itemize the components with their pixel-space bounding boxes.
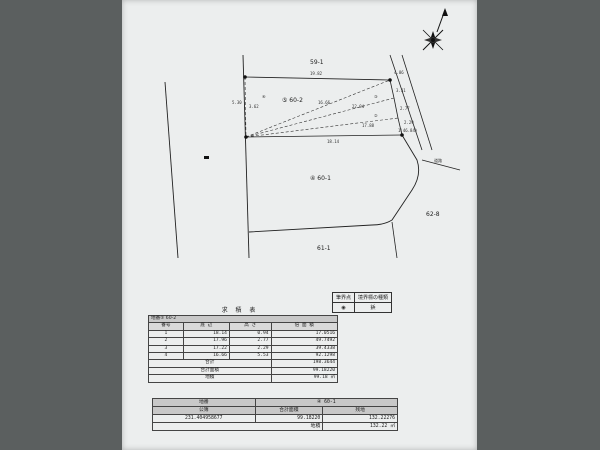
north-arrow-icon: [422, 8, 448, 51]
neighbor-label-right: 62-8: [426, 211, 440, 218]
table-cell: 39.4338: [270, 344, 338, 354]
survey-sheet: 59-1 ⑤ 60-2 ④ 60-1 62-8 61-1 道路 ④ ③ ② 19…: [122, 0, 477, 450]
dim-right-1: 3.31: [396, 88, 406, 93]
area-row: 地積 132.22 ㎡: [151, 422, 398, 431]
summary-val: 99.18220: [254, 414, 324, 423]
calc-header: 倍 面 積: [270, 322, 338, 331]
summary-val: 231.404958677: [152, 414, 256, 423]
marker-3-label: ③: [374, 94, 378, 99]
table-cell: 2: [148, 337, 184, 346]
road-label: 道路: [434, 157, 442, 163]
neighbor-label-bottom: 61-1: [317, 245, 331, 252]
dim-left: 3.62: [249, 104, 259, 109]
parcel-label-lower: ④ 60-1: [310, 175, 331, 182]
summary-col: 公簿: [152, 406, 256, 415]
total-value: 198.3644: [270, 359, 338, 368]
landmark-kind: 鋲: [354, 302, 393, 313]
area-label: 地積: [148, 374, 272, 383]
table-cell: 17.96: [182, 337, 230, 346]
table-cell: 17.0516: [270, 329, 338, 339]
marker-2-label: ②: [374, 113, 378, 118]
survey-plan: 59-1 ⑤ 60-2 ④ 60-1 62-8 61-1 道路 ④ ③ ② 19…: [164, 8, 461, 259]
table-cell: 2.77: [228, 337, 272, 346]
calc-parcel: 地番⑤ 60-2: [148, 314, 338, 324]
table-row: 4 16.66 5.53 92.1298: [148, 352, 338, 361]
summary-area-label: 地積: [151, 422, 324, 431]
table-cell: 4: [148, 352, 184, 361]
landmark-table: 筆界点 境界標の種類 ◉ 鋲: [331, 292, 393, 313]
table-cell: 18.14: [182, 329, 230, 339]
dim-right-3: 2.29: [404, 120, 414, 125]
table-cell: 2.29: [228, 344, 272, 354]
total-row: 合計 198.3644: [148, 359, 338, 368]
table-row: 3 17.22 2.29 39.4338: [148, 344, 338, 354]
parcel-label-main: ⑤ 60-2: [282, 97, 303, 104]
half-row: 合計面積 99.18220: [148, 366, 338, 376]
dim-diag-lower: 17.88: [362, 123, 375, 128]
point-label: 1(46.84): [398, 128, 417, 133]
marker-4-label: ④: [262, 94, 266, 99]
summary-parcel-value: ④ 60-1: [254, 398, 399, 407]
calc-header: 底 辺: [182, 322, 230, 331]
table-cell: 1: [148, 329, 184, 339]
area-value: 99.18 ㎡: [270, 374, 338, 383]
table-row: 2 17.96 2.77 49.7492: [148, 337, 338, 346]
landmark-header-left: 筆界点: [331, 292, 356, 303]
area-row: 地積 99.18 ㎡: [148, 374, 338, 383]
table-cell: 92.1298: [270, 352, 338, 361]
landmark-header-right: 境界標の種類: [354, 292, 393, 303]
dim-right-2: 2.77: [400, 106, 410, 111]
table-row: 231.404958677 99.18220 132.22276: [152, 414, 398, 423]
table-row: 1 18.14 0.94 17.0516: [148, 329, 338, 339]
summary-col: 残地: [322, 406, 398, 415]
table-cell: 3: [148, 344, 184, 354]
neighbor-label-top: 59-1: [310, 59, 324, 66]
dim-right-4: 4.86: [394, 70, 404, 75]
table-cell: 5.53: [228, 352, 272, 361]
remaining-parcel-table: 地番 ④ 60-1 公簿 合計面積 残地 231.404958677 99.18…: [151, 398, 399, 431]
calc-header: 番号: [148, 322, 184, 331]
calc-title: 求 積 表: [221, 307, 259, 314]
total-label: 合計: [148, 359, 272, 368]
dim-diag-mid: 22.94: [352, 104, 365, 109]
dim-bottom: 18.14: [327, 139, 340, 144]
summary-col: 合計面積: [254, 406, 324, 415]
table-cell: 49.7492: [270, 337, 338, 346]
landmark-symbol: ◉: [331, 302, 356, 313]
dim-top: 19.82: [310, 71, 323, 76]
side-label: 5.30: [232, 100, 242, 105]
reference-mark: [204, 156, 209, 159]
table-cell: 17.22: [182, 344, 230, 354]
summary-parcel-label: 地番: [152, 398, 256, 407]
summary-area-value: 132.22 ㎡: [322, 422, 398, 431]
summary-val: 132.22276: [322, 414, 398, 423]
half-label: 合計面積: [148, 366, 272, 376]
dim-diag-upper: 16.66: [318, 100, 331, 105]
table-cell: 16.66: [182, 352, 230, 361]
table-cell: 0.94: [228, 329, 272, 339]
half-value: 99.18220: [270, 366, 338, 376]
calc-header: 高 さ: [228, 322, 272, 331]
area-calc-table: 地番⑤ 60-2 番号 底 辺 高 さ 倍 面 積 1 18.14 0.94 1…: [148, 314, 338, 383]
